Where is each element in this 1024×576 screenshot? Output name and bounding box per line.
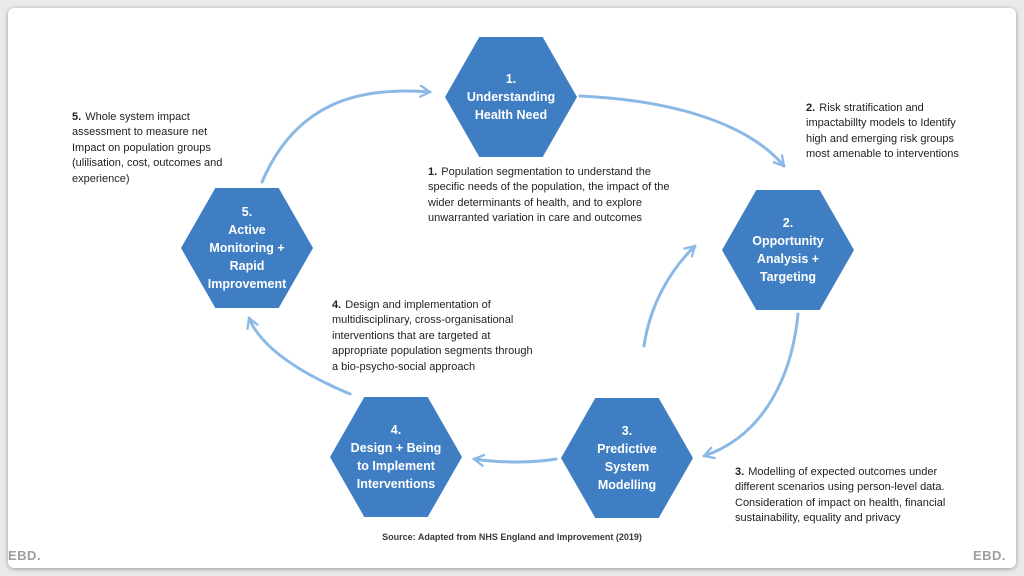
arrow-step5-to-step1 bbox=[260, 84, 432, 184]
annotation-step-5-number: 5. bbox=[72, 111, 82, 123]
annotation-step-1-number: 1. bbox=[428, 166, 438, 178]
annotation-step-2-number: 2. bbox=[806, 102, 816, 114]
hexagon-step-5-label: 5. Active Monitoring + Rapid Improvement bbox=[207, 204, 287, 292]
annotation-step-3-number: 3. bbox=[735, 466, 745, 478]
annotation-step-5: 5. Whole system impact assessment to mea… bbox=[72, 110, 226, 187]
annotation-step-3-text: Modelling of expected outcomes under dif… bbox=[735, 466, 946, 525]
annotation-step-4: 4. Design and implementation of multidis… bbox=[332, 298, 534, 375]
annotation-step-4-text: Design and implementation of multidiscip… bbox=[332, 299, 533, 373]
logo-bottom-right: EBD. bbox=[972, 548, 1006, 563]
arrow-step2-to-step3 bbox=[702, 312, 800, 460]
hexagon-step-3-label: 3. Predictive System Modelling bbox=[597, 423, 657, 493]
annotation-step-1-text: Population segmentation to understand th… bbox=[428, 166, 670, 225]
source-note: Source: Adapted from NHS England and Imp… bbox=[382, 532, 642, 542]
hexagon-step-4-label: 4. Design + Being to Implement Intervent… bbox=[350, 422, 442, 492]
annotation-step-2: 2. Risk stratification and impactabillty… bbox=[806, 101, 976, 163]
arrow-step4-to-step5 bbox=[246, 316, 352, 396]
arrow-step3-to-step2 bbox=[642, 244, 697, 348]
annotation-step-3: 3. Modelling of expected outcomes under … bbox=[735, 465, 969, 527]
arrow-step3-to-step4 bbox=[472, 453, 558, 467]
hexagon-step-1-label: 1. Understanding Health Need bbox=[466, 71, 556, 123]
annotation-step-1: 1. Population segmentation to understand… bbox=[428, 165, 676, 227]
logo-bottom-left: EBD. bbox=[8, 548, 42, 563]
hexagon-step-2-label: 2. Opportunity Analysis + Targeting bbox=[752, 215, 824, 285]
annotation-step-2-text: Risk stratification and impactabillty mo… bbox=[806, 102, 959, 161]
annotation-step-5-text: Whole system impact assessment to measur… bbox=[72, 111, 223, 185]
arrow-step1-to-step2 bbox=[578, 94, 786, 168]
annotation-step-4-number: 4. bbox=[332, 299, 342, 311]
